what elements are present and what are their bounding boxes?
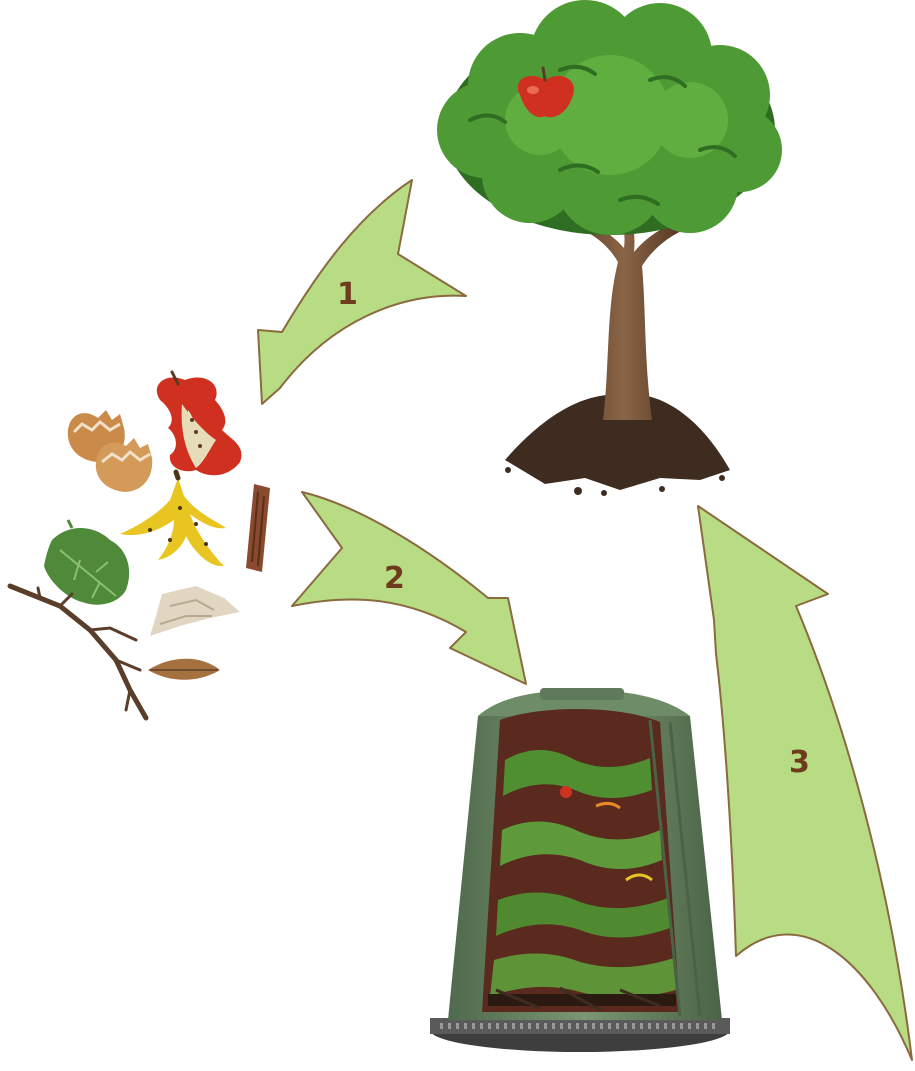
bark-icon <box>246 484 270 572</box>
arrow-step-3 <box>698 506 912 1060</box>
step-3-label: 3 <box>789 745 810 780</box>
tree-foliage <box>437 0 782 235</box>
eggshell-icon <box>68 410 152 492</box>
compost-bin-icon <box>430 688 730 1052</box>
arrow-step-1 <box>258 180 466 404</box>
organic-waste-group <box>10 372 270 718</box>
step-1-label: 1 <box>337 277 358 312</box>
apple-core-icon <box>157 372 242 475</box>
compost-interior <box>482 709 680 1012</box>
dry-leaf-icon <box>148 659 220 680</box>
arrow-step-2 <box>292 492 526 684</box>
leaf-icon <box>44 520 129 605</box>
apple-tree-icon <box>437 0 782 496</box>
paper-icon <box>150 586 240 636</box>
twig-icon <box>10 586 146 718</box>
step-2-label: 2 <box>384 561 405 596</box>
